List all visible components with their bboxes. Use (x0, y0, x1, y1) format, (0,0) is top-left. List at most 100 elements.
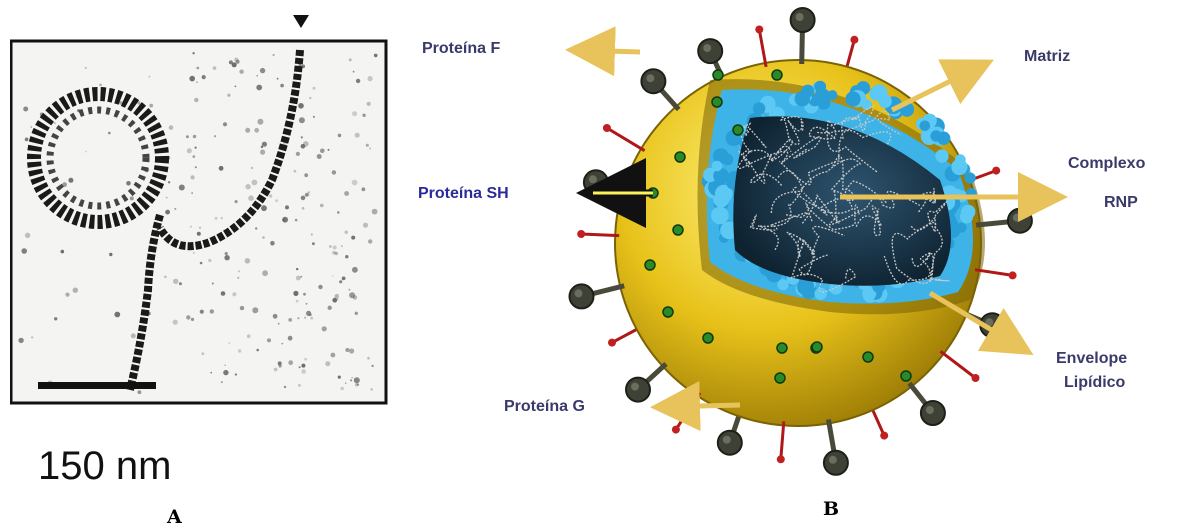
speckle (273, 314, 278, 319)
speckle (309, 314, 312, 317)
speckle (221, 291, 226, 296)
speckle (247, 334, 251, 338)
arrow-proteina-g (660, 405, 740, 407)
speckle (255, 227, 257, 229)
matrix-bump (961, 205, 975, 219)
speckle (297, 317, 299, 319)
speckle (191, 318, 194, 321)
speckle (354, 377, 360, 383)
speckle (262, 236, 265, 239)
speckle (294, 170, 297, 173)
speckle (356, 79, 360, 83)
speckle (240, 306, 244, 310)
speckle (298, 103, 304, 109)
speckle (302, 207, 305, 210)
g-protein-spike (626, 364, 666, 402)
speckle (333, 246, 337, 250)
f-protein-spike (608, 328, 640, 347)
speckle (235, 200, 238, 203)
speckle (73, 288, 78, 293)
speckle (332, 298, 337, 303)
speckle (262, 142, 267, 147)
speckle (329, 245, 332, 248)
panel-a: 150 nm A (10, 10, 390, 530)
speckle (304, 358, 307, 361)
speckle (164, 276, 167, 279)
speckle (194, 98, 198, 102)
speckle (201, 352, 204, 355)
speckle (130, 196, 134, 200)
speckle (306, 303, 308, 305)
speckle (238, 349, 241, 352)
speckle (186, 135, 189, 138)
sh-dot (713, 70, 723, 80)
sh-dot (901, 371, 911, 381)
label-rnp: RNP (1104, 194, 1138, 212)
speckle (25, 138, 29, 142)
speckle (278, 323, 280, 325)
speckle (192, 52, 194, 54)
speckle (252, 180, 258, 186)
speckle (190, 226, 192, 228)
speckle (296, 276, 301, 281)
label-proteina-sh: Proteína SH (418, 185, 509, 203)
speckle (349, 289, 351, 291)
speckle (301, 136, 303, 138)
matrix-bump (753, 102, 765, 114)
speckle (340, 387, 344, 391)
speckle (282, 217, 288, 223)
speckle (245, 184, 250, 189)
speckle (189, 76, 195, 82)
matrix-bump (930, 130, 941, 141)
speckle (367, 357, 370, 360)
sh-dot (777, 343, 787, 353)
speckle (349, 58, 352, 61)
label-lipidico: Lipídico (1064, 374, 1125, 392)
speckle (31, 126, 33, 128)
speckle (223, 370, 228, 375)
speckle (228, 342, 230, 344)
speckle (260, 150, 265, 155)
speckle (54, 317, 57, 320)
speckle (273, 54, 275, 56)
speckle (310, 317, 313, 320)
speckle (210, 372, 212, 374)
speckle (179, 185, 185, 191)
speckle (352, 111, 357, 116)
sh-dot (733, 125, 743, 135)
speckle (338, 134, 342, 138)
speckle (372, 365, 374, 367)
speckle (109, 253, 112, 256)
label-complexo: Complexo (1068, 155, 1145, 173)
speckle (318, 285, 322, 289)
speckle (296, 152, 300, 156)
speckle (311, 233, 313, 235)
micrograph-frame (11, 41, 386, 403)
sh-dot (775, 373, 785, 383)
speckle (256, 75, 258, 77)
speckle (210, 309, 214, 313)
speckle (322, 326, 327, 331)
speckle (239, 70, 243, 74)
speckle (126, 181, 131, 186)
speckle (114, 312, 120, 318)
speckle (305, 193, 309, 197)
speckle (366, 144, 369, 147)
speckle (236, 60, 240, 64)
speckle (195, 147, 197, 149)
speckle (168, 181, 170, 183)
speckle (296, 300, 299, 303)
speckle (54, 122, 56, 124)
speckle (223, 122, 227, 126)
matrix-bump (951, 159, 967, 175)
speckle (148, 76, 150, 78)
speckle (304, 317, 306, 319)
speckle (267, 338, 271, 342)
speckle (85, 151, 87, 153)
speckle (309, 97, 311, 99)
g-protein-spike (641, 69, 678, 109)
speckle (370, 388, 373, 391)
speckle (274, 368, 278, 372)
speckle (173, 320, 178, 325)
speckle (331, 353, 336, 358)
